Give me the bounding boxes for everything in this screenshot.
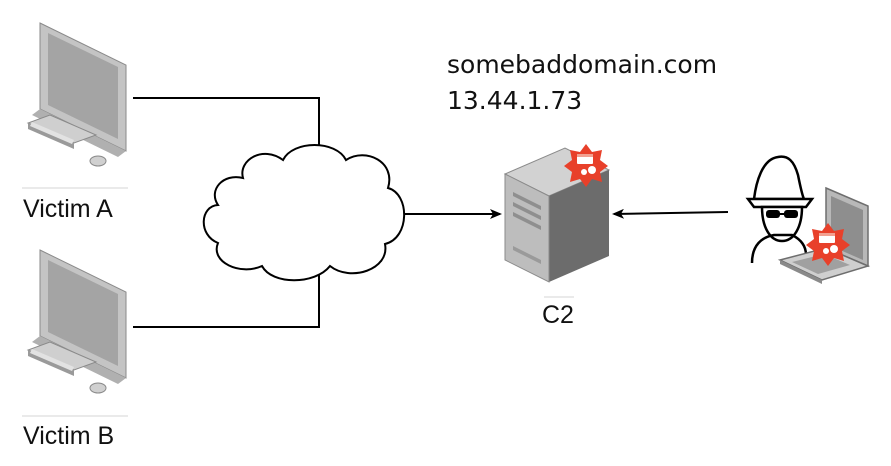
victim-b-label: Victim B [23,422,115,450]
desktop-computer-icon [26,22,127,167]
attacker-to-c2-arrow [612,208,729,219]
malware-badge-icon [564,144,608,187]
malware-badge-icon [806,223,850,266]
victim-a-label: Victim A [23,195,113,223]
c2-ip-address: 13.44.1.73 [447,86,583,115]
c2-label: C2 [542,301,574,329]
desktop-computer-icon [26,249,127,394]
cloud-icon [202,144,406,282]
hacker-spy-icon [745,155,815,264]
c2-domain: somebaddomain.com [447,50,718,79]
